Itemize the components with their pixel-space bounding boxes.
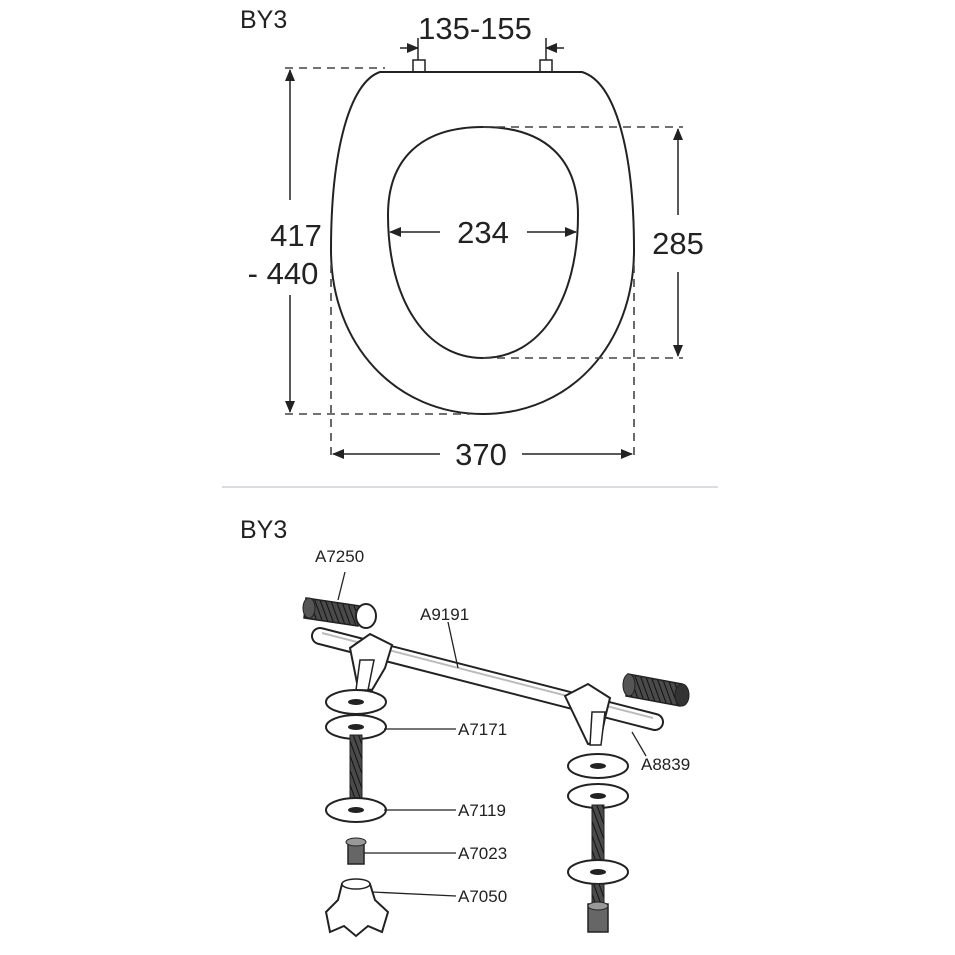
top-drawing-title: BY3 (240, 6, 287, 34)
top-view-drawing: BY3 135-155 417 - (240, 6, 704, 472)
part-label-hinge-post: A8839 (641, 755, 690, 774)
part-label-wing-nut: A7050 (458, 887, 507, 906)
extension-lines (285, 67, 683, 460)
overall-width-dimension: 370 (332, 437, 633, 472)
exploded-parts-drawing: BY3 (240, 516, 690, 938)
opening-width-dimension: 234 (389, 215, 577, 250)
part-label-rod: A9191 (420, 605, 469, 624)
right-hardware-stack (567, 753, 629, 933)
hinge-spacing-dimension: 135-155 (400, 11, 564, 62)
part-label-cap: A7250 (315, 547, 364, 566)
overall-length-label-bottom: - 440 (248, 256, 319, 291)
overall-length-dimension: 417 - 440 (248, 69, 322, 413)
part-label-washer-lower: A7119 (458, 801, 506, 820)
bottom-drawing-title: BY3 (240, 516, 287, 544)
part-label-nut: A7023 (458, 844, 507, 863)
hinge-left (412, 59, 426, 73)
hinge-spacing-label: 135-155 (418, 11, 532, 46)
right-hinge-block (563, 682, 612, 746)
left-hinge-block (348, 632, 394, 692)
left-grip-cap (302, 597, 377, 629)
leader-lines (337, 571, 647, 897)
right-grip-cap (622, 673, 690, 707)
opening-width-label: 234 (457, 215, 509, 250)
opening-length-dimension: 285 (652, 128, 704, 357)
part-label-washer-upper: A7171 (458, 720, 507, 739)
hinge-right (539, 59, 553, 73)
left-hardware-stack (324, 689, 390, 938)
overall-length-label-top: 417 (270, 218, 322, 253)
overall-width-label: 370 (455, 437, 507, 472)
opening-length-label: 285 (652, 226, 704, 261)
